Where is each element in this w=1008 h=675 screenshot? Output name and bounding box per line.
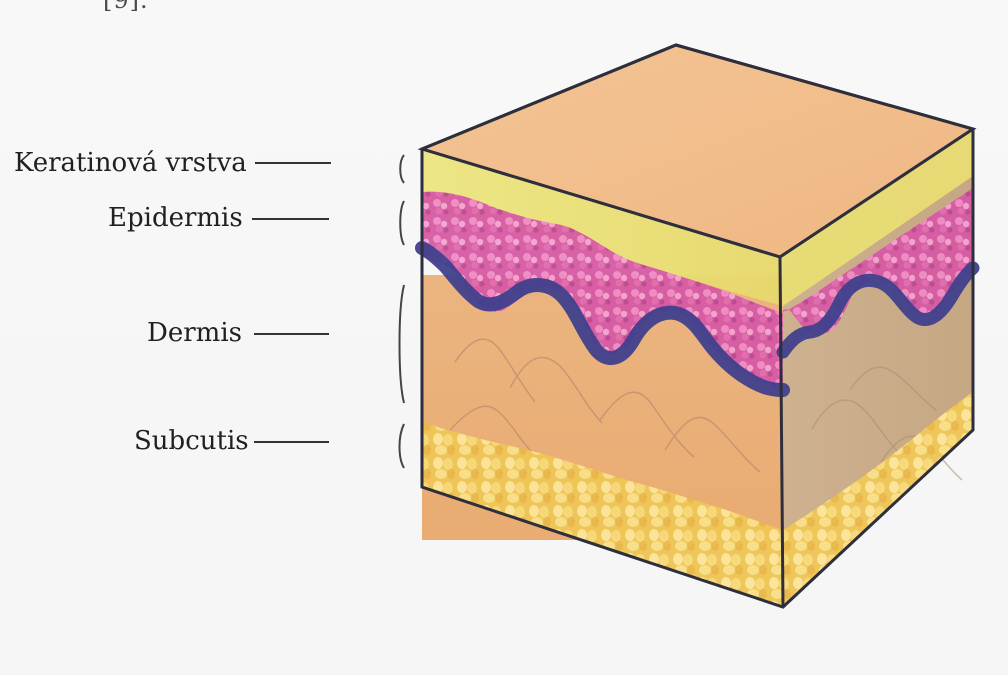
layer-brackets bbox=[400, 155, 405, 468]
